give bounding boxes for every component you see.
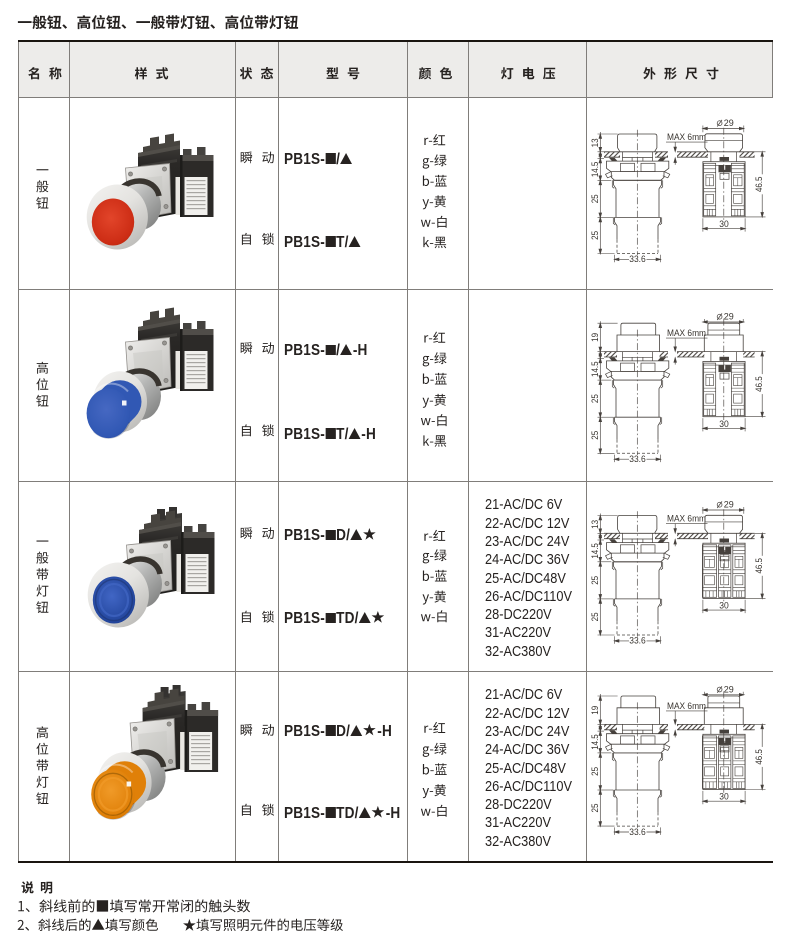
svg-text:33.6: 33.6 <box>629 254 646 264</box>
svg-text:25: 25 <box>590 194 600 203</box>
svg-text:13: 13 <box>590 520 600 529</box>
svg-text:MAX 6mm: MAX 6mm <box>667 132 706 142</box>
svg-text:19: 19 <box>590 333 600 342</box>
svg-text:14.5: 14.5 <box>590 543 600 559</box>
svg-text:14.5: 14.5 <box>590 162 600 178</box>
svg-text:25: 25 <box>590 767 600 776</box>
svg-text:29: 29 <box>724 685 734 695</box>
svg-text:30: 30 <box>719 419 729 429</box>
svg-text:14.5: 14.5 <box>590 361 600 377</box>
svg-text:MAX 6mm: MAX 6mm <box>667 701 706 711</box>
svg-text:46.5: 46.5 <box>754 376 764 392</box>
svg-text:25: 25 <box>590 431 600 440</box>
svg-text:13: 13 <box>590 138 600 147</box>
svg-text:46.5: 46.5 <box>754 558 764 574</box>
svg-text:MAX 6mm: MAX 6mm <box>667 328 706 338</box>
svg-text:25: 25 <box>590 394 600 403</box>
svg-text:19: 19 <box>590 706 600 715</box>
svg-text:25: 25 <box>590 804 600 813</box>
svg-text:33.6: 33.6 <box>629 636 646 646</box>
svg-text:25: 25 <box>590 612 600 621</box>
svg-text:30: 30 <box>719 601 729 611</box>
svg-text:46.5: 46.5 <box>754 749 764 765</box>
svg-text:30: 30 <box>719 219 729 229</box>
svg-text:14.5: 14.5 <box>590 734 600 750</box>
svg-text:29: 29 <box>724 312 734 322</box>
svg-text:30: 30 <box>719 792 729 802</box>
svg-text:29: 29 <box>724 500 734 510</box>
svg-text:25: 25 <box>590 231 600 240</box>
svg-text:46.5: 46.5 <box>754 177 764 193</box>
svg-text:33.6: 33.6 <box>629 827 646 837</box>
svg-text:33.6: 33.6 <box>629 454 646 464</box>
svg-text:29: 29 <box>724 118 734 128</box>
svg-text:MAX 6mm: MAX 6mm <box>667 514 706 524</box>
svg-text:25: 25 <box>590 576 600 585</box>
